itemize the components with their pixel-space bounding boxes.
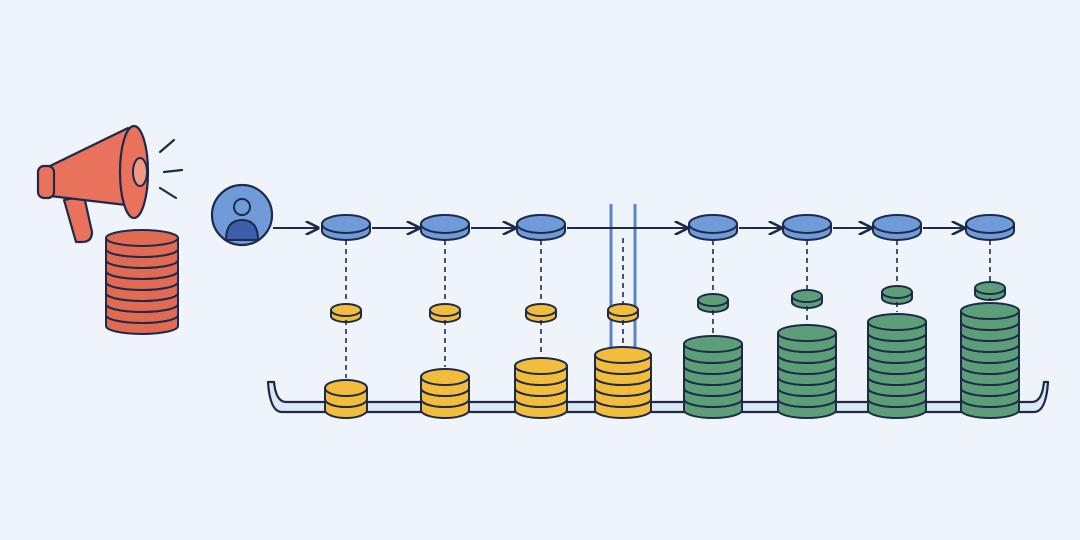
cumulative-stack bbox=[777, 324, 837, 419]
step-node bbox=[872, 214, 922, 241]
cumulative-stack bbox=[514, 357, 568, 419]
step-node bbox=[782, 214, 832, 241]
step-node bbox=[965, 214, 1015, 241]
stack-coin bbox=[777, 324, 837, 353]
megaphone-mouth bbox=[132, 157, 148, 187]
cumulative-stack bbox=[420, 368, 470, 419]
sound-line-top bbox=[158, 138, 176, 154]
revenue-coin bbox=[607, 303, 639, 323]
revenue-coin bbox=[697, 293, 729, 313]
revenue-coin bbox=[525, 303, 557, 323]
revenue-coin bbox=[974, 281, 1006, 301]
megaphone-icon bbox=[36, 124, 184, 244]
break-even-divider bbox=[609, 204, 637, 360]
megaphone-back bbox=[36, 164, 56, 200]
avatar-head bbox=[233, 198, 251, 216]
stack-coin bbox=[960, 302, 1020, 331]
stack-coin bbox=[867, 313, 927, 342]
stack-coin bbox=[594, 346, 652, 375]
sound-line-bottom bbox=[158, 186, 178, 200]
tray bbox=[266, 380, 1050, 414]
step-node bbox=[420, 214, 470, 241]
revenue-coin bbox=[791, 289, 823, 309]
megaphone-handle bbox=[62, 194, 94, 244]
user-avatar-icon bbox=[210, 183, 274, 247]
stack-coin bbox=[420, 368, 470, 397]
cost-coin bbox=[105, 229, 179, 258]
cumulative-stack bbox=[324, 379, 368, 419]
stack-coin bbox=[683, 335, 743, 364]
coin-stack-icon bbox=[105, 229, 179, 335]
step-node bbox=[688, 214, 738, 241]
cumulative-stack bbox=[960, 302, 1020, 419]
stack-coin bbox=[324, 379, 368, 408]
cumulative-stack bbox=[683, 335, 743, 419]
cumulative-stack bbox=[867, 313, 927, 419]
step-node bbox=[516, 214, 566, 241]
step-node bbox=[321, 214, 371, 241]
stack-coin bbox=[514, 357, 568, 386]
avatar-shoulders bbox=[224, 218, 260, 241]
revenue-coin bbox=[429, 303, 461, 323]
cumulative-stack bbox=[594, 346, 652, 419]
revenue-flow bbox=[273, 214, 1020, 419]
sound-line-mid bbox=[162, 168, 184, 174]
revenue-coin bbox=[881, 285, 913, 305]
revenue-coin bbox=[330, 303, 362, 323]
